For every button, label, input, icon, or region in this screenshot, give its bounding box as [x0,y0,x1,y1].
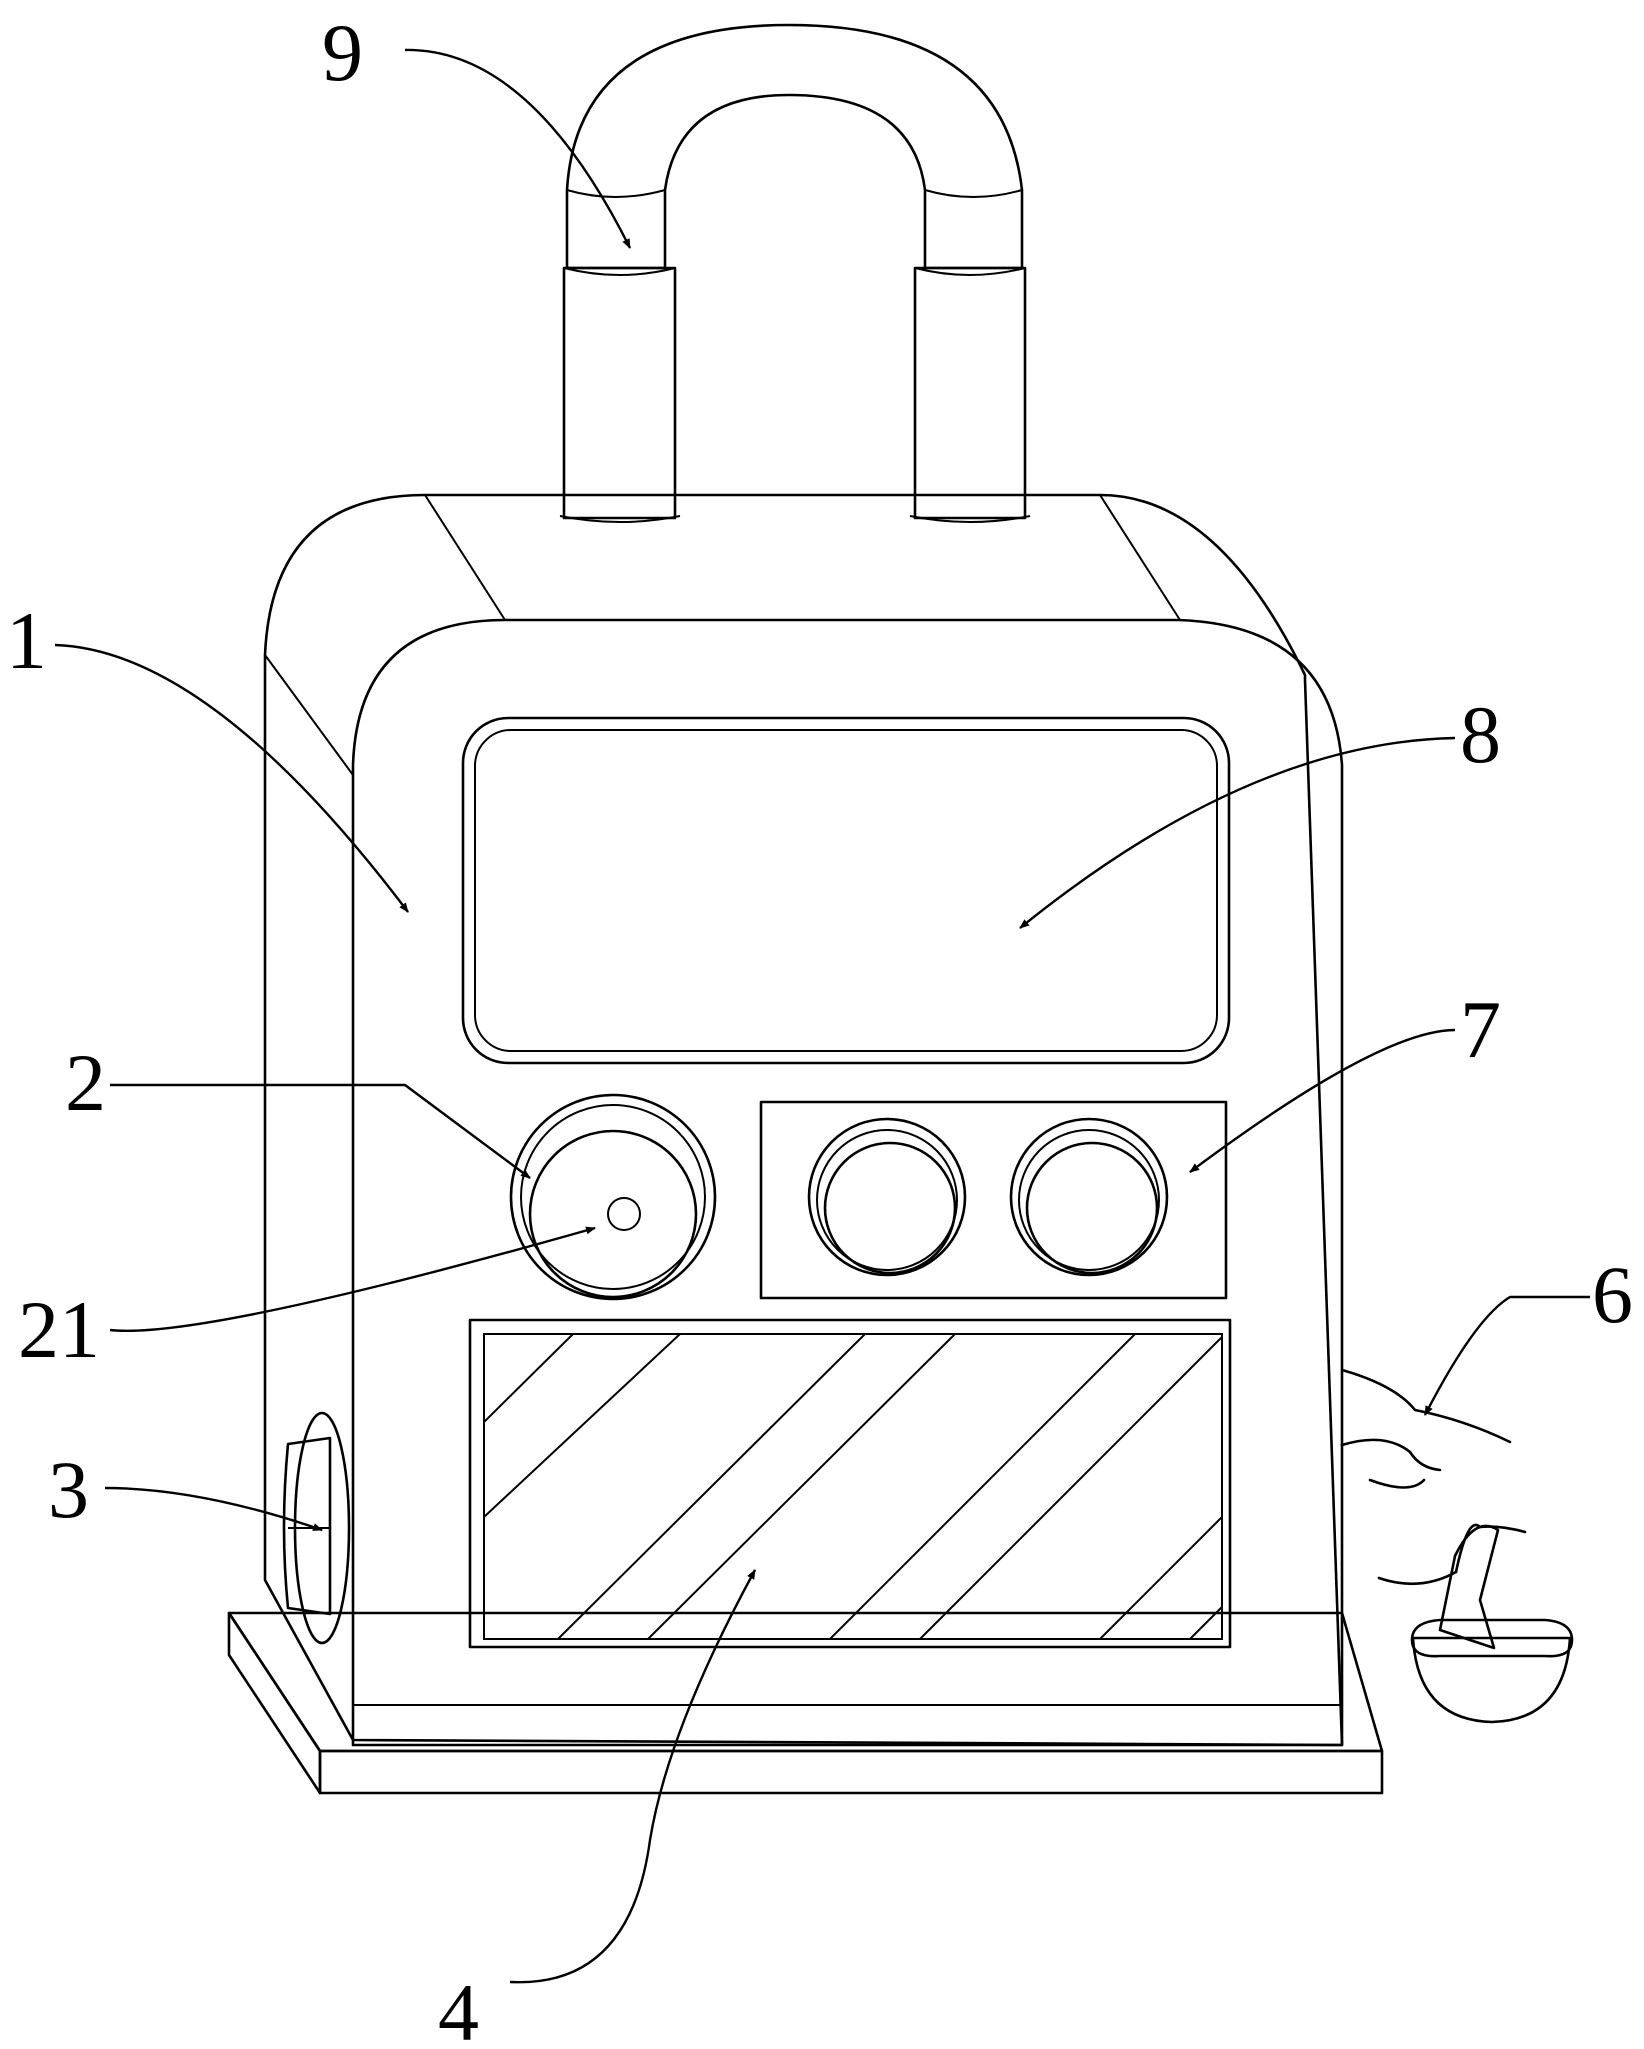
rotary-knob [509,1093,717,1301]
mesh-strainer-icon [1411,1636,1572,1724]
display-screen [461,716,1231,1065]
label-1: 1 [6,595,47,686]
leader-7 [1189,1028,1456,1173]
base-plate [227,1611,1384,1795]
panel-button-right [1009,1117,1169,1277]
label-21: 21 [18,1284,100,1375]
label-6: 6 [1592,1249,1633,1340]
leader-4 [509,1569,757,1984]
leader-3 [104,1486,323,1532]
leader-21 [109,1226,596,1333]
knob-indicator-dot [607,1197,641,1231]
handle [559,23,1031,523]
leader-1 [54,643,409,913]
label-3: 3 [48,1444,89,1535]
leader-6 [1423,1295,1590,1416]
leader-8 [1019,736,1456,929]
label-4: 4 [438,1967,479,2049]
label-9: 9 [322,7,363,98]
panel-button-left [807,1117,967,1277]
label-8: 8 [1460,689,1501,780]
button-panel [759,1100,1228,1300]
leader-2 [110,1083,531,1179]
reference-numerals: 9 1 8 7 2 6 21 3 4 [6,7,1633,2049]
housing [263,493,1344,1747]
leader-lines [54,48,1590,1984]
leader-9 [404,48,632,249]
side-port [282,1411,351,1645]
label-7: 7 [1460,984,1501,1075]
hatched-window [468,1318,1232,1649]
cable-probe [1340,1368,1574,1724]
label-2: 2 [65,1037,106,1128]
